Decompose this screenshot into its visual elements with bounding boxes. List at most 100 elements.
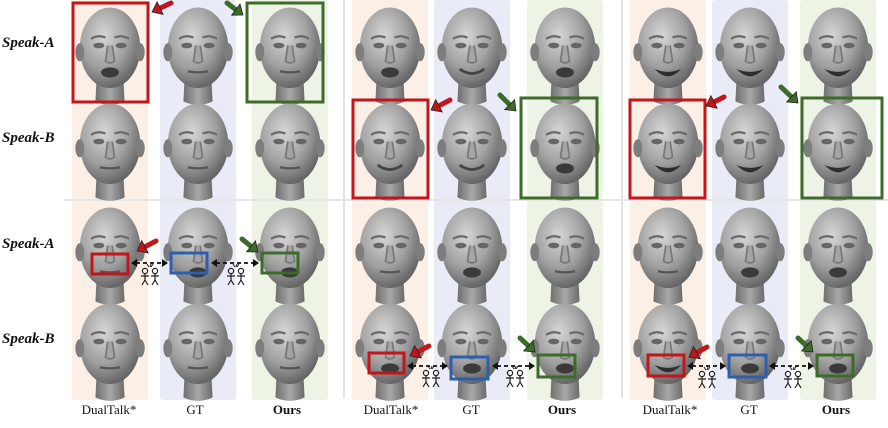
arrow-shaft (778, 84, 794, 100)
arrow-shaft (517, 335, 531, 349)
eye-right (570, 138, 582, 145)
dashed-link (769, 362, 814, 370)
brow-right (753, 35, 770, 40)
eye-right (673, 242, 685, 249)
arrow-shaft (795, 335, 809, 349)
highlight-box-red (71, 1, 150, 104)
brow-left (452, 35, 469, 40)
ear-left (803, 139, 813, 158)
avatar-head (633, 103, 703, 201)
ear-left (355, 43, 365, 62)
arrow-head (136, 239, 149, 254)
eye-right (203, 242, 215, 249)
brow-left (90, 235, 107, 240)
brow-right (393, 331, 410, 336)
eye-right (203, 138, 215, 145)
ear-right (775, 43, 785, 62)
eye-right (755, 42, 767, 49)
arrow-shaft (694, 344, 710, 356)
column-label-gt-1: GT (186, 402, 204, 417)
nose (744, 45, 756, 64)
brow-left (178, 331, 195, 336)
brow-right (568, 331, 585, 336)
eye-right (395, 42, 407, 49)
arrow-shaft (224, 0, 239, 13)
brow-left (818, 235, 835, 240)
ear-right (315, 243, 325, 262)
dashed-link (407, 362, 448, 370)
ear-right (135, 339, 145, 358)
ear-right (775, 339, 785, 358)
person-body (151, 274, 159, 286)
person-body (784, 377, 792, 389)
ear-left (530, 43, 540, 62)
column-label-dualtalk-2: DualTalk* (363, 402, 419, 417)
avatar-head (633, 207, 703, 305)
ear-left (437, 43, 447, 62)
eye-right (295, 242, 307, 249)
arrow-head (522, 339, 536, 353)
arrow-head-right (808, 362, 814, 370)
conversation-icon (698, 366, 716, 389)
brow-left (648, 131, 665, 136)
brow-left (648, 235, 665, 240)
person-body (227, 274, 235, 286)
eye-left (548, 42, 560, 49)
nose (192, 341, 204, 360)
mouth (379, 270, 401, 274)
ear-left (530, 243, 540, 262)
eye-left (733, 42, 745, 49)
column-label-dualtalk-3: DualTalk* (642, 402, 698, 417)
mouth (829, 363, 847, 374)
ear-left (633, 243, 643, 262)
brow-left (730, 131, 747, 136)
highlight-box-red (628, 98, 707, 200)
arrow-red (409, 343, 432, 359)
mouth (554, 270, 576, 274)
eye-right (115, 138, 127, 145)
arrow-head (230, 3, 244, 16)
arrow-head (151, 0, 164, 16)
avatar-head (633, 7, 703, 105)
ear-left (75, 43, 85, 62)
avatar-head (715, 7, 785, 105)
brow-right (841, 131, 858, 136)
person-head (708, 370, 716, 378)
eye-left (455, 138, 467, 145)
brow-left (452, 235, 469, 240)
eye-right (395, 242, 407, 249)
nose (284, 341, 296, 360)
eye-left (373, 338, 385, 345)
ear-left (163, 339, 173, 358)
annotations-layer (71, 0, 884, 389)
brow-left (452, 331, 469, 336)
eye-left (181, 42, 193, 49)
brow-right (475, 331, 492, 336)
eye-right (755, 338, 767, 345)
arrow-head (245, 240, 259, 253)
person-body (708, 377, 716, 389)
brow-left (818, 35, 835, 40)
eye-left (455, 242, 467, 249)
eye-left (181, 242, 193, 249)
brow-left (818, 131, 835, 136)
ear-right (415, 139, 425, 158)
arrow-head (503, 98, 517, 112)
speech-marks (146, 263, 154, 268)
brow-right (113, 331, 130, 336)
ear-right (315, 139, 325, 158)
ear-right (590, 43, 600, 62)
brow-right (568, 131, 585, 136)
person-body (698, 377, 706, 389)
arrow-shaft (415, 343, 432, 355)
ear-left (255, 139, 265, 158)
arrow-head-right (162, 259, 168, 267)
ear-right (590, 243, 600, 262)
brow-right (841, 235, 858, 240)
nose (192, 141, 204, 160)
avatar-head (803, 207, 873, 305)
column-label-gt-3: GT (740, 402, 758, 417)
eye-right (843, 138, 855, 145)
ear-left (715, 243, 725, 262)
ear-right (775, 139, 785, 158)
